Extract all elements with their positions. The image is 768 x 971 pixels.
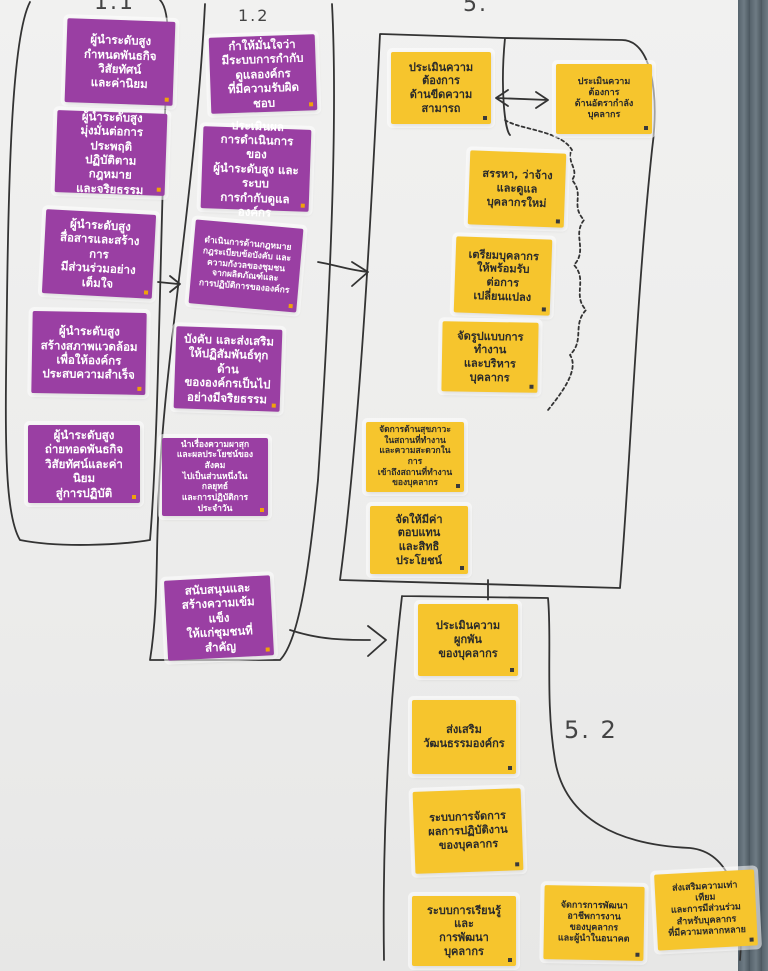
card-prepare-for-change: เตรียมบุคลากร ให้พร้อมรับ ต่อการเปลี่ยนแ… <box>453 236 553 316</box>
card-capacity-needs: ประเมินความต้องการ ด้านอัตรากำลัง บุคลาก… <box>556 64 652 134</box>
card-equity-inclusion: ส่งเสริมความเท่าเทียม และการมีส่วนร่วม ส… <box>654 869 758 951</box>
window-curtain <box>738 0 768 971</box>
card-capability-needs: ประเมินความต้องการ ด้านขีดความสามารถ <box>391 52 491 124</box>
card-learning-development: ระบบการเรียนรู้ และ การพัฒนาบุคลากร <box>412 896 516 966</box>
card-organizational-culture: ส่งเสริม วัฒนธรรมองค์กร <box>412 700 516 774</box>
card-leaders-legal-ethical: ผู้นำระดับสูง มุ่งมั่นต่อการประพฤติ ปฏิบ… <box>54 109 168 197</box>
card-career-development: จัดการการพัฒนา อาชีพการงาน ของบุคลากร แล… <box>543 885 645 961</box>
card-societal-wellbeing: นำเรื่องความผาสุก และผลประโยชน์ของสังคม … <box>162 438 268 516</box>
label-1-1: 1.1 <box>94 0 135 15</box>
card-community-support: สนับสนุนและ สร้างความเข้มแข็ง ให้แก่ชุมช… <box>163 575 275 661</box>
card-workplace-health: จัดการด้านสุขภาวะ ในสถานที่ทำงาน และความ… <box>366 422 464 492</box>
card-leaders-communicate: ผู้นำระดับสูง สื่อสารและสร้างการ มีส่วนร… <box>41 209 157 299</box>
card-leaders-deploy-vision: ผู้นำระดับสูง ถ่ายทอดพันธกิจ วิสัยทัศน์แ… <box>28 425 140 503</box>
card-compensation-benefits: จัดให้มีค่าตอบแทน และสิทธิประโยชน์ <box>370 506 468 574</box>
label-1-2: 1.2 <box>238 6 270 25</box>
card-governance-system: กำให้มั่นใจว่า มีระบบการกำกับ ดูแลองค์กร… <box>208 34 318 114</box>
card-leaders-environment: ผู้นำระดับสูง สร้างสภาพแวดล้อม เพื่อให้อ… <box>31 311 147 395</box>
card-engagement-assessment: ประเมินความผูกพัน ของบุคลากร <box>418 604 518 676</box>
card-legal-compliance: ดำเนินการด้านกฎหมาย กฎระเบียบข้อบังคับ แ… <box>188 219 304 313</box>
card-leaders-set-mission: ผู้นำระดับสูง กำหนดพันธกิจ วิสัยทัศน์ แล… <box>64 18 176 106</box>
card-ethical-behavior: บังคับ และส่งเสริม ให้ปฏิสัมพันธ์ทุกด้าน… <box>173 326 283 412</box>
label-5-2: 5. 2 <box>564 716 618 744</box>
card-performance-management: ระบบการจัดการ ผลการปฏิบัติงาน ของบุคลากร <box>412 788 524 874</box>
card-evaluate-governance: ประเมินผล การดำเนินการของ ผู้นำระดับสูง … <box>200 118 312 219</box>
label-5: 5. <box>463 0 488 17</box>
card-work-organization: จัดรูปแบบการทำงาน และบริหารบุคลากร <box>441 321 539 393</box>
card-recruitment: สรรหา, ว่าจ้าง และดูแลบุคลากรใหม่ <box>467 150 567 228</box>
